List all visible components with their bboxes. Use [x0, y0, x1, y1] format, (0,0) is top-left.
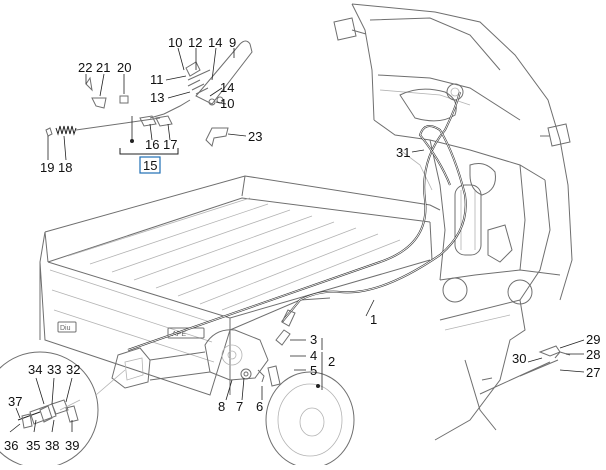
callout-30: 30 — [512, 351, 526, 366]
callout-5: 5 — [310, 363, 317, 378]
callout-23: 23 — [248, 129, 262, 144]
callout-16: 16 — [145, 137, 159, 152]
small-hardware-parts — [45, 76, 129, 137]
callout-8: 8 — [218, 399, 225, 414]
callout-6: 6 — [256, 399, 263, 414]
callout-32: 32 — [66, 362, 80, 377]
callout-35: 35 — [26, 438, 40, 453]
bracket-part-23 — [205, 127, 229, 147]
callout-10-right: 10 — [220, 96, 234, 111]
callout-34: 34 — [28, 362, 42, 377]
rear-wheel — [265, 371, 355, 469]
cable-assembly-1 — [127, 91, 467, 351]
callout-33: 33 — [47, 362, 61, 377]
callout-29: 29 — [586, 332, 600, 347]
callout-7: 7 — [236, 399, 243, 414]
callout-18: 18 — [58, 160, 72, 175]
callout-11: 11 — [150, 72, 164, 87]
callout-13: 13 — [150, 90, 164, 105]
callout-14-top: 14 — [208, 35, 222, 50]
cable-end-fittings — [240, 365, 281, 387]
callout-28: 28 — [586, 347, 600, 362]
left-mirror — [333, 17, 367, 41]
callout-15: 15 — [143, 158, 157, 173]
callout-38: 38 — [45, 438, 59, 453]
callout-31: 31 — [396, 145, 410, 160]
detail-leader — [95, 369, 126, 396]
callout-14-right: 14 — [220, 80, 234, 95]
bed-brand-text: APE — [172, 331, 186, 338]
callout-17: 17 — [163, 137, 177, 152]
pedal-lever-parts — [149, 40, 253, 119]
callout-4: 4 — [310, 348, 317, 363]
front-wheel-guard — [434, 299, 526, 441]
vehicle-cab — [351, 3, 573, 305]
callout-10-top: 10 — [168, 35, 182, 50]
group-box-15 — [139, 156, 161, 174]
callout-9: 9 — [229, 35, 236, 50]
callout-27: 27 — [586, 365, 600, 380]
callout-22: 22 — [78, 60, 92, 75]
callout-39: 39 — [65, 438, 79, 453]
callout-2: 2 — [328, 354, 335, 369]
callout-12: 12 — [188, 35, 202, 50]
leader-lines — [9, 47, 585, 433]
callout-21: 21 — [96, 60, 110, 75]
callout-36: 36 — [4, 438, 18, 453]
callout-labels: 1 2 3 4 5 6 7 8 9 10 10 11 12 13 14 14 1… — [4, 35, 600, 453]
right-mirror — [540, 123, 571, 147]
side-badge-text: Diu — [60, 325, 71, 332]
group-bracket-15 — [119, 148, 179, 174]
callout-3: 3 — [310, 332, 317, 347]
callout-37: 37 — [8, 394, 22, 409]
callout-19: 19 — [40, 160, 54, 175]
callout-20: 20 — [117, 60, 131, 75]
callout-1: 1 — [370, 312, 377, 327]
spring-rod-part-18 — [55, 115, 173, 136]
